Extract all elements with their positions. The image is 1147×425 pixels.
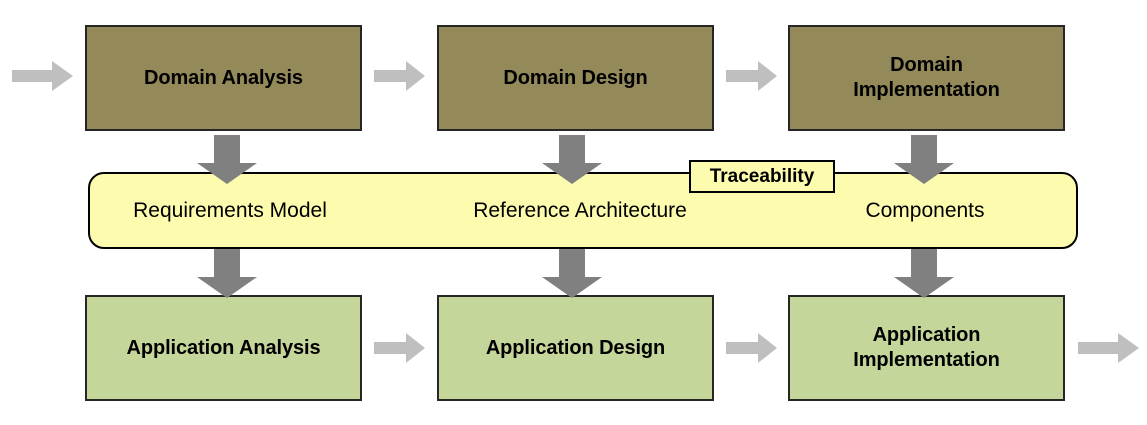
arrow-components-to-application-implementation-icon	[894, 249, 954, 298]
domain-implementation-box[interactable]: Domain Implementation	[788, 25, 1065, 131]
domain-design-box[interactable]: Domain Design	[437, 25, 714, 131]
requirements-model-label: Requirements Model	[100, 172, 360, 249]
arrow-domain-analysis-to-domain-design-icon	[374, 61, 425, 91]
arrow-requirements-model-to-application-analysis-icon	[197, 249, 257, 298]
arrow-application-design-to-application-implementation-icon	[726, 333, 777, 363]
components-label: Components	[800, 172, 1050, 249]
exit-arrow-bottom-icon	[1078, 333, 1139, 363]
application-analysis-label: Application Analysis	[126, 336, 321, 359]
entry-arrow-top-icon	[12, 61, 73, 91]
requirements-model-text: Requirements Model	[133, 198, 327, 222]
components-text: Components	[865, 198, 985, 222]
reference-architecture-label: Reference Architecture	[440, 172, 720, 249]
application-implementation-box[interactable]: Application Implementation	[788, 295, 1065, 401]
application-implementation-label: Application Implementation	[853, 324, 1000, 371]
domain-design-label: Domain Design	[503, 66, 648, 89]
traceability-text: Traceability	[709, 165, 815, 187]
arrow-domain-analysis-to-requirements-model-icon	[197, 135, 257, 184]
application-design-box[interactable]: Application Design	[437, 295, 714, 401]
application-analysis-box[interactable]: Application Analysis	[85, 295, 362, 401]
arrow-reference-architecture-to-application-design-icon	[542, 249, 602, 298]
arrow-application-analysis-to-application-design-icon	[374, 333, 425, 363]
application-design-label: Application Design	[485, 336, 666, 359]
arrow-domain-design-to-reference-architecture-icon	[542, 135, 602, 184]
traceability-callout: Traceability	[689, 160, 835, 193]
arrow-domain-implementation-to-components-icon	[894, 135, 954, 184]
reference-architecture-text: Reference Architecture	[473, 198, 687, 222]
domain-analysis-label: Domain Analysis	[144, 66, 303, 89]
domain-implementation-label: Domain Implementation	[853, 54, 1000, 101]
domain-analysis-box[interactable]: Domain Analysis	[85, 25, 362, 131]
arrow-domain-design-to-domain-implementation-icon	[726, 61, 777, 91]
